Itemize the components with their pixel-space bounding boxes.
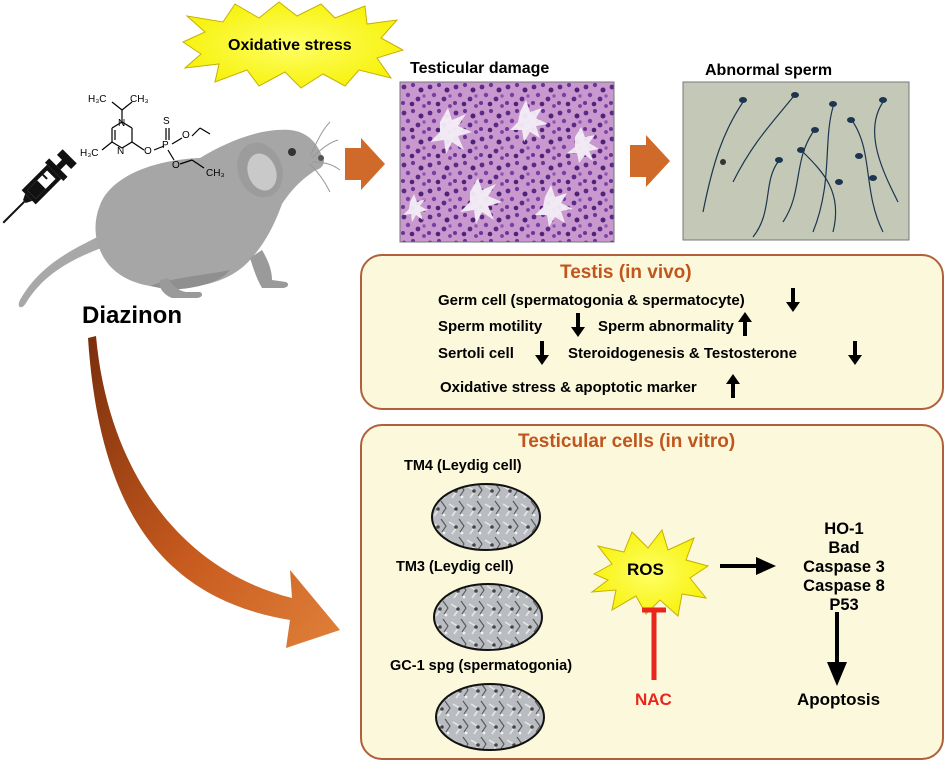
- down-arrow-icon: [535, 341, 549, 365]
- marker-bad: Bad: [828, 539, 860, 557]
- structure-o-lower: O: [172, 160, 180, 171]
- ros-burst: [590, 528, 710, 617]
- structure-h3c-top: H₃C: [88, 94, 107, 105]
- marker-caspase3: Caspase 3: [803, 558, 885, 576]
- finding-steroidogenesis: Steroidogenesis & Testosterone: [568, 345, 797, 362]
- structure-n-top: N: [118, 118, 125, 129]
- down-arrow-icon: [848, 341, 862, 365]
- abnormal-sperm-micrograph: [682, 81, 910, 241]
- in-vivo-title: Testis (in vivo): [560, 262, 692, 283]
- down-arrow-icon: [571, 313, 585, 337]
- cell-image-tm3: [433, 583, 543, 651]
- oxidative-stress-label: Oxidative stress: [228, 37, 352, 54]
- structure-s: S: [163, 116, 170, 127]
- in-vitro-title: Testicular cells (in vitro): [518, 431, 736, 452]
- up-arrow-icon: [738, 312, 752, 336]
- cell-line-tm4: TM4 (Leydig cell): [404, 458, 522, 474]
- cell-image-gc1: [435, 683, 545, 751]
- down-arrow-icon: [786, 288, 800, 312]
- finding-sperm-motility: Sperm motility: [438, 318, 543, 335]
- ros-label: ROS: [627, 560, 664, 579]
- in-vivo-panel: [360, 254, 944, 410]
- abnormal-sperm-title: Abnormal sperm: [705, 62, 833, 79]
- marker-caspase8: Caspase 8: [803, 577, 885, 595]
- nac-label: NAC: [635, 690, 672, 709]
- marker-ho1: HO-1: [824, 520, 864, 538]
- finding-germ-cell: Germ cell (spermatogonia & spermatocyte): [438, 292, 745, 309]
- mouse-illustration: [18, 121, 341, 308]
- testicular-damage-title: Testicular damage: [410, 60, 550, 77]
- arrow-damage-to-sperm: [630, 135, 670, 187]
- arrow-ros-to-markers: [720, 557, 776, 575]
- up-arrow-icon: [726, 374, 740, 398]
- apoptosis-label: Apoptosis: [797, 690, 881, 709]
- cell-line-tm3: TM3 (Leydig cell): [396, 559, 514, 575]
- testicular-damage-micrograph: [399, 81, 615, 243]
- diazinon-label: Diazinon: [82, 302, 182, 329]
- structure-ch3-top: CH₃: [130, 94, 149, 105]
- arrow-markers-to-apoptosis: [827, 612, 847, 686]
- finding-oxidative-stress: Oxidative stress & apoptotic marker: [440, 379, 697, 396]
- structure-ch3-lower: CH₃: [206, 168, 225, 179]
- nac-inhibition-line: [642, 607, 666, 680]
- oxidative-stress-burst: [181, 1, 405, 89]
- finding-sertoli-cell: Sertoli cell: [438, 345, 514, 362]
- structure-o-ring: O: [144, 146, 152, 157]
- arrow-mouse-to-damage: [345, 138, 385, 190]
- syringe-icon: [2, 149, 77, 224]
- marker-p53: P53: [829, 596, 859, 614]
- cell-image-tm4: [431, 483, 541, 551]
- structure-o-ethoxy: O: [182, 130, 190, 141]
- diazinon-structure: H₃C CH₃ N N H₃C O S P O O CH₃: [80, 94, 225, 179]
- structure-n-bottom: N: [117, 146, 124, 157]
- finding-sperm-abnormality: Sperm abnormality: [598, 318, 734, 335]
- cell-line-gc1: GC-1 spg (spermatogonia): [390, 658, 573, 674]
- structure-h3c-ring: H₃C: [80, 148, 99, 159]
- apoptotic-markers: HO-1 Bad Caspase 3 Caspase 8 P53: [776, 520, 912, 615]
- structure-p: P: [162, 140, 169, 151]
